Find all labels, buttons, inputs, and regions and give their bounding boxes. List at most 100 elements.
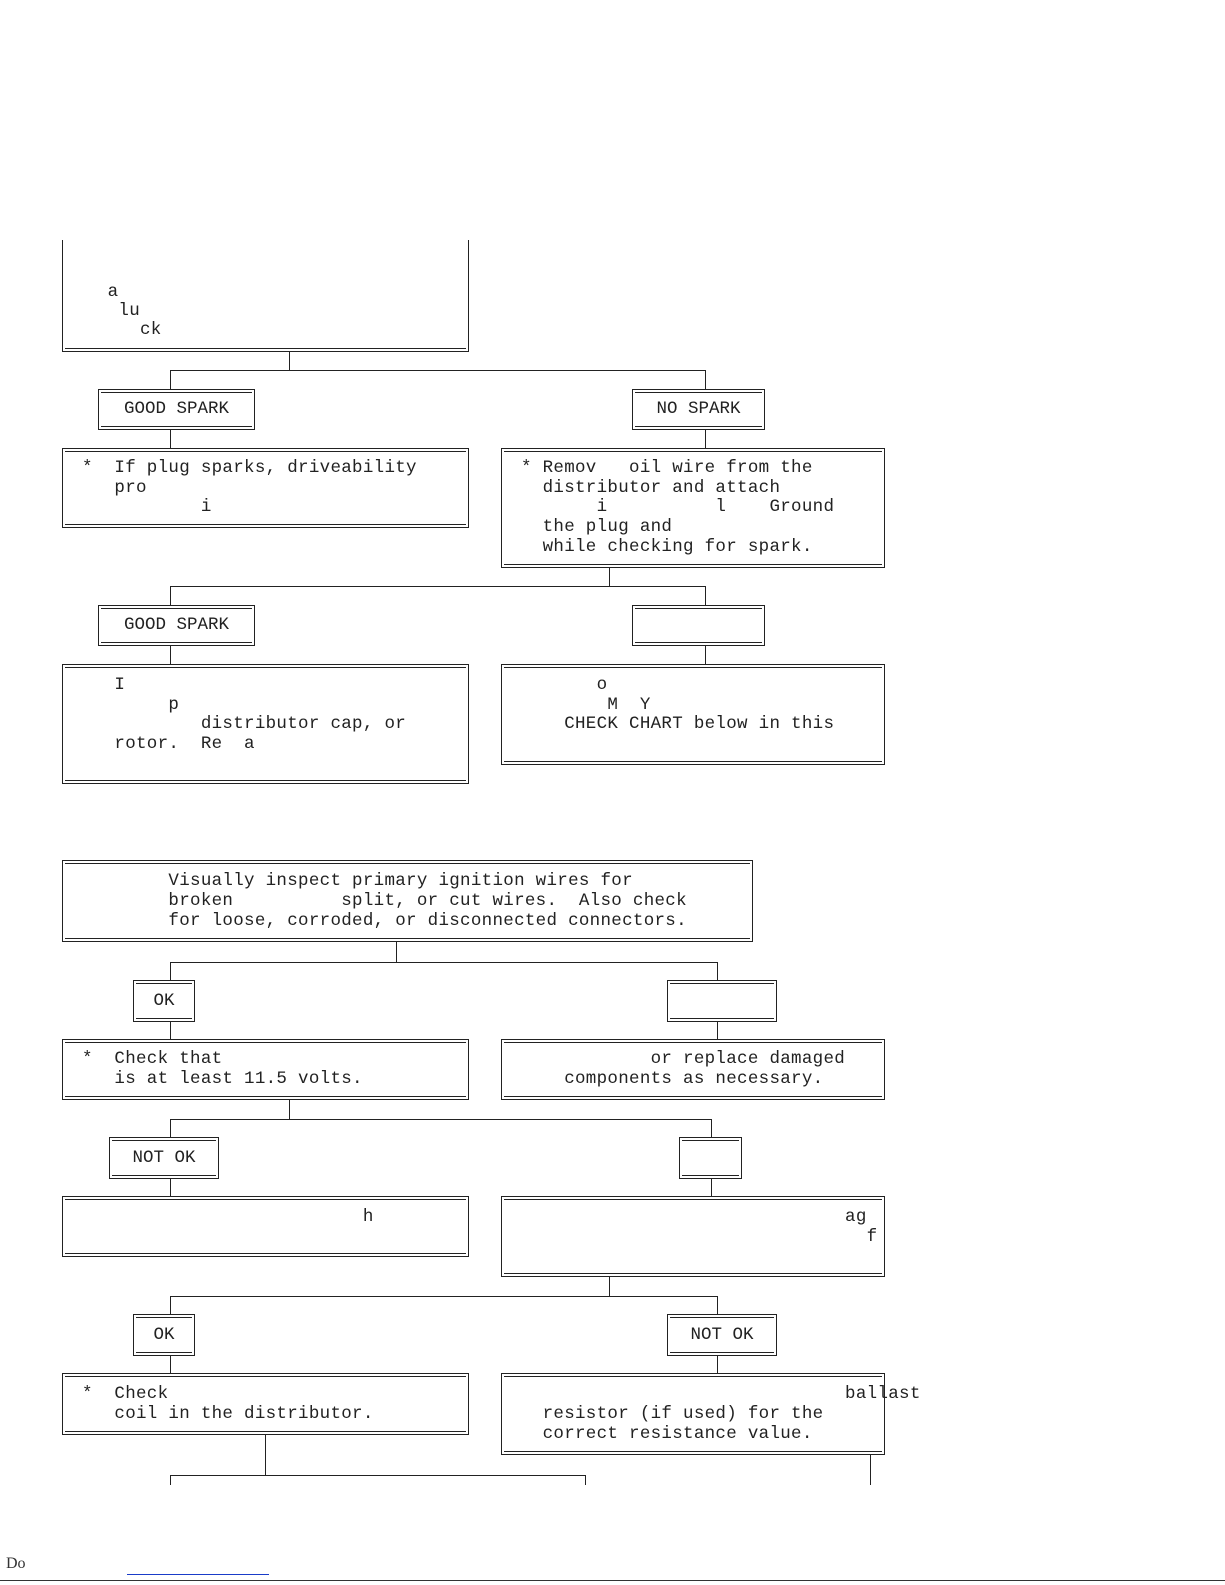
replace-components-box bbox=[501, 1039, 885, 1100]
footer-text: Do bbox=[6, 1555, 26, 1572]
text-line: Visually inspect primary ignition wires … bbox=[82, 871, 633, 891]
connector-line bbox=[711, 1119, 712, 1138]
connector-line bbox=[585, 1475, 586, 1485]
inspect-distributor-box bbox=[62, 664, 469, 784]
label-text: NOT OK bbox=[132, 1148, 196, 1168]
connector-line bbox=[170, 1022, 171, 1040]
connector-line bbox=[609, 1277, 610, 1296]
connector-line bbox=[170, 1475, 586, 1476]
connector-line bbox=[170, 1296, 171, 1315]
text-line: the plug and bbox=[521, 517, 673, 537]
footer-link[interactable] bbox=[127, 1574, 269, 1575]
text-line: ballast bbox=[521, 1384, 921, 1404]
text-line: rotor. Re a bbox=[82, 734, 255, 754]
top-start-line-3: ck bbox=[86, 320, 162, 340]
text-line: i bbox=[82, 497, 212, 517]
text-line: * Check bbox=[82, 1384, 169, 1404]
text-line: for loose, corroded, or disconnected con… bbox=[82, 911, 687, 931]
connector-line bbox=[289, 352, 290, 370]
footer-divider bbox=[0, 1580, 1225, 1581]
text-line: i l Ground bbox=[521, 497, 835, 517]
connector-line bbox=[717, 1356, 718, 1374]
connector-line bbox=[170, 962, 717, 963]
text-line: coil in the distributor. bbox=[82, 1404, 374, 1424]
label-text: OK bbox=[153, 1325, 175, 1345]
label-empty bbox=[679, 1137, 742, 1179]
check-pickup-coil-box bbox=[62, 1373, 469, 1435]
connector-line bbox=[705, 586, 706, 606]
no-spark-action-box bbox=[501, 448, 885, 568]
bottom-start-box bbox=[62, 860, 753, 942]
connector-line bbox=[170, 1475, 171, 1485]
connector-line bbox=[289, 1100, 290, 1119]
connector-line bbox=[170, 586, 705, 587]
label-empty bbox=[667, 980, 777, 1022]
check-voltage-box bbox=[62, 1039, 469, 1100]
connector-line bbox=[170, 370, 171, 390]
label-empty bbox=[632, 605, 765, 646]
connector-line bbox=[705, 370, 706, 390]
connector-line bbox=[170, 1179, 171, 1197]
connector-line bbox=[170, 370, 705, 371]
text-line: or replace damaged bbox=[521, 1049, 846, 1069]
text-line: h bbox=[82, 1207, 374, 1227]
text-line: pro bbox=[82, 478, 147, 498]
text-line: distributor cap, or bbox=[82, 714, 407, 734]
check-chart-box bbox=[501, 664, 885, 765]
label-text: GOOD SPARK bbox=[123, 399, 230, 419]
charging-check-box bbox=[62, 1196, 469, 1257]
connector-line bbox=[170, 646, 171, 665]
connector-line bbox=[870, 1455, 871, 1485]
text-line: I bbox=[82, 675, 126, 695]
text-line: * If plug sparks, driveability bbox=[82, 458, 417, 478]
connector-line bbox=[717, 1296, 718, 1315]
good-spark-action-box bbox=[62, 448, 469, 528]
text-line: components as necessary. bbox=[521, 1069, 824, 1089]
connector-line bbox=[705, 646, 706, 665]
connector-line bbox=[717, 1022, 718, 1040]
text-line: f bbox=[521, 1227, 878, 1247]
label-not-ok-2: NOT OK bbox=[667, 1314, 777, 1356]
label-text: OK bbox=[153, 991, 175, 1011]
voltage-check-box bbox=[501, 1196, 885, 1277]
text-line: * Check that bbox=[82, 1049, 223, 1069]
text-line: distributor and attach bbox=[521, 478, 781, 498]
connector-line bbox=[170, 430, 171, 449]
text-line: p bbox=[82, 695, 180, 715]
connector-line bbox=[170, 586, 171, 606]
text-line: * Remov oil wire from the bbox=[521, 458, 813, 478]
text-line: resistor (if used) for the bbox=[521, 1404, 824, 1424]
label-text: NOT OK bbox=[690, 1325, 754, 1345]
connector-line bbox=[717, 962, 718, 981]
top-start-box bbox=[62, 240, 469, 352]
connector-line bbox=[265, 1435, 266, 1475]
text-line: ag bbox=[521, 1207, 867, 1227]
connector-line bbox=[609, 568, 610, 586]
top-start-line-1: a bbox=[86, 282, 119, 302]
connector-line bbox=[396, 942, 397, 962]
text-line: CHECK CHART below in this bbox=[521, 714, 835, 734]
text-line: correct resistance value. bbox=[521, 1424, 813, 1444]
text-line: broken split, or cut wires. Also check bbox=[82, 891, 687, 911]
text-line: while checking for spark. bbox=[521, 537, 813, 557]
label-text: GOOD SPARK bbox=[123, 615, 230, 635]
check-ballast-resistor-box bbox=[501, 1373, 885, 1455]
label-good-spark-2: GOOD SPARK bbox=[98, 605, 255, 646]
label-ok-2: OK bbox=[133, 1314, 195, 1356]
connector-line bbox=[170, 962, 171, 981]
connector-line bbox=[170, 1119, 171, 1138]
connector-line bbox=[170, 1119, 711, 1120]
label-good-spark-1: GOOD SPARK bbox=[98, 389, 255, 430]
label-no-spark: NO SPARK bbox=[632, 389, 765, 430]
text-line: is at least 11.5 volts. bbox=[82, 1069, 363, 1089]
connector-line bbox=[170, 1356, 171, 1374]
text-line: o bbox=[521, 675, 608, 695]
label-ok-1: OK bbox=[133, 980, 195, 1022]
label-not-ok-1: NOT OK bbox=[109, 1137, 219, 1179]
top-start-line-2: lu bbox=[86, 301, 141, 321]
connector-line bbox=[711, 1179, 712, 1197]
label-text: NO SPARK bbox=[656, 399, 741, 419]
connector-line bbox=[170, 1296, 717, 1297]
connector-line bbox=[705, 430, 706, 449]
text-line: M Y bbox=[521, 695, 651, 715]
